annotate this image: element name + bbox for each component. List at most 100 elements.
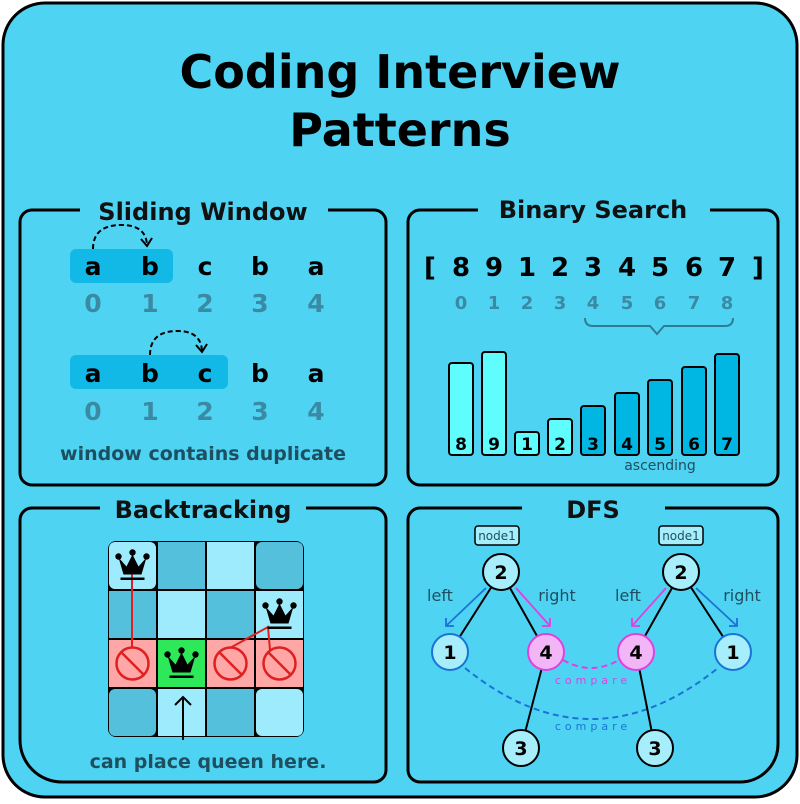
board-cell — [109, 689, 156, 736]
left-arrow-icon — [631, 587, 667, 627]
queen-jewel — [262, 602, 269, 609]
queen-jewel — [143, 553, 150, 560]
tree-node-value: 1 — [443, 642, 456, 664]
node-tag-label: node1 — [662, 529, 700, 543]
value-bar — [614, 392, 640, 456]
blocked-icon-slash — [218, 651, 243, 676]
board-cell — [256, 689, 303, 736]
value-bar — [647, 379, 673, 456]
node-tag — [474, 525, 520, 546]
string-index: 1 — [141, 289, 158, 318]
left-label: left — [615, 586, 641, 605]
string-letter: b — [251, 252, 269, 281]
queen-jewel — [115, 553, 122, 560]
arrow-head-icon — [174, 695, 192, 706]
queen-jewel — [290, 602, 297, 609]
bar-label: 3 — [587, 435, 599, 455]
queen-jewel — [129, 549, 136, 556]
string-letter: a — [308, 359, 325, 388]
string-letter: a — [308, 252, 325, 281]
string-index: 0 — [84, 289, 101, 318]
queen-crown — [167, 652, 196, 673]
queen-base — [169, 675, 194, 678]
value-bar — [580, 405, 606, 456]
queen-icon — [115, 549, 150, 580]
blocked-icon — [115, 646, 150, 681]
tree-node — [527, 633, 565, 671]
string-letter: c — [198, 359, 213, 388]
value-bar — [514, 431, 540, 456]
title-line-2: Patterns — [289, 103, 511, 157]
bar-label: 7 — [721, 435, 733, 455]
array-index: 7 — [688, 293, 701, 314]
string-letter: a — [85, 359, 102, 388]
bar-label: 6 — [688, 435, 700, 455]
value-bar — [681, 366, 707, 456]
tree-node-value: 2 — [494, 562, 507, 584]
compare-arc-inner — [562, 659, 620, 669]
bar-label: 4 — [621, 435, 633, 455]
tree-node — [617, 633, 655, 671]
board-cell — [158, 542, 205, 589]
board-cell — [256, 542, 303, 589]
window-move-arrow — [92, 223, 148, 250]
value-bar — [481, 351, 507, 456]
string-index: 0 — [84, 397, 101, 426]
board-cell — [158, 689, 205, 736]
left-label: left — [427, 586, 453, 605]
array-value: 6 — [685, 253, 703, 283]
board-cell — [207, 591, 254, 638]
right-arrow-icon — [695, 587, 738, 627]
tree-node-value: 3 — [648, 738, 661, 760]
string-letter: b — [141, 359, 159, 388]
panel-title: Sliding Window — [98, 198, 307, 226]
node-tag — [658, 525, 704, 546]
array-value: 8 — [452, 253, 470, 283]
board-cell — [158, 591, 205, 638]
value-bar — [714, 353, 740, 456]
ascending-brace — [584, 317, 734, 336]
right-label: right — [538, 586, 576, 605]
array-value: 3 — [584, 253, 602, 283]
string-letter: a — [85, 252, 102, 281]
array-index: 2 — [521, 293, 534, 314]
array-index: 0 — [455, 293, 468, 314]
compare-label-outer: compare — [555, 720, 631, 733]
panel-title: Binary Search — [499, 196, 688, 224]
string-index: 3 — [251, 397, 268, 426]
bar-label: 9 — [488, 435, 500, 455]
string-letter: c — [198, 252, 213, 281]
array-value: 2 — [551, 253, 569, 283]
blocked-icon-slash — [267, 651, 292, 676]
array-index: 4 — [587, 293, 600, 314]
board-border — [108, 541, 304, 737]
array-index: 3 — [554, 293, 567, 314]
sliding-window-caption: window contains duplicate — [60, 443, 346, 465]
queen-base — [267, 626, 292, 629]
panel-title: DFS — [566, 496, 620, 524]
tree-node — [636, 729, 674, 767]
tree-node — [482, 553, 520, 591]
right-label: right — [723, 586, 761, 605]
tree-node-value: 3 — [514, 738, 527, 760]
window-highlight — [70, 249, 173, 283]
blocked-icon — [262, 646, 297, 681]
tree-node-value: 1 — [726, 642, 739, 664]
string-index: 2 — [196, 397, 213, 426]
board-cell — [207, 542, 254, 589]
blocked-icon-slash — [120, 651, 145, 676]
queen-jewel — [178, 647, 185, 654]
queen-base — [120, 577, 145, 580]
bar-label: 5 — [654, 435, 666, 455]
array-value: 9 — [485, 253, 503, 283]
queen-crown — [265, 603, 294, 624]
string-index: 4 — [307, 289, 324, 318]
window-move-arrow — [149, 329, 203, 356]
queen-icon — [262, 598, 297, 629]
bar-label: 8 — [455, 435, 467, 455]
backtracking-caption: can place queen here. — [90, 751, 327, 773]
ascending-label: ascending — [624, 458, 696, 474]
